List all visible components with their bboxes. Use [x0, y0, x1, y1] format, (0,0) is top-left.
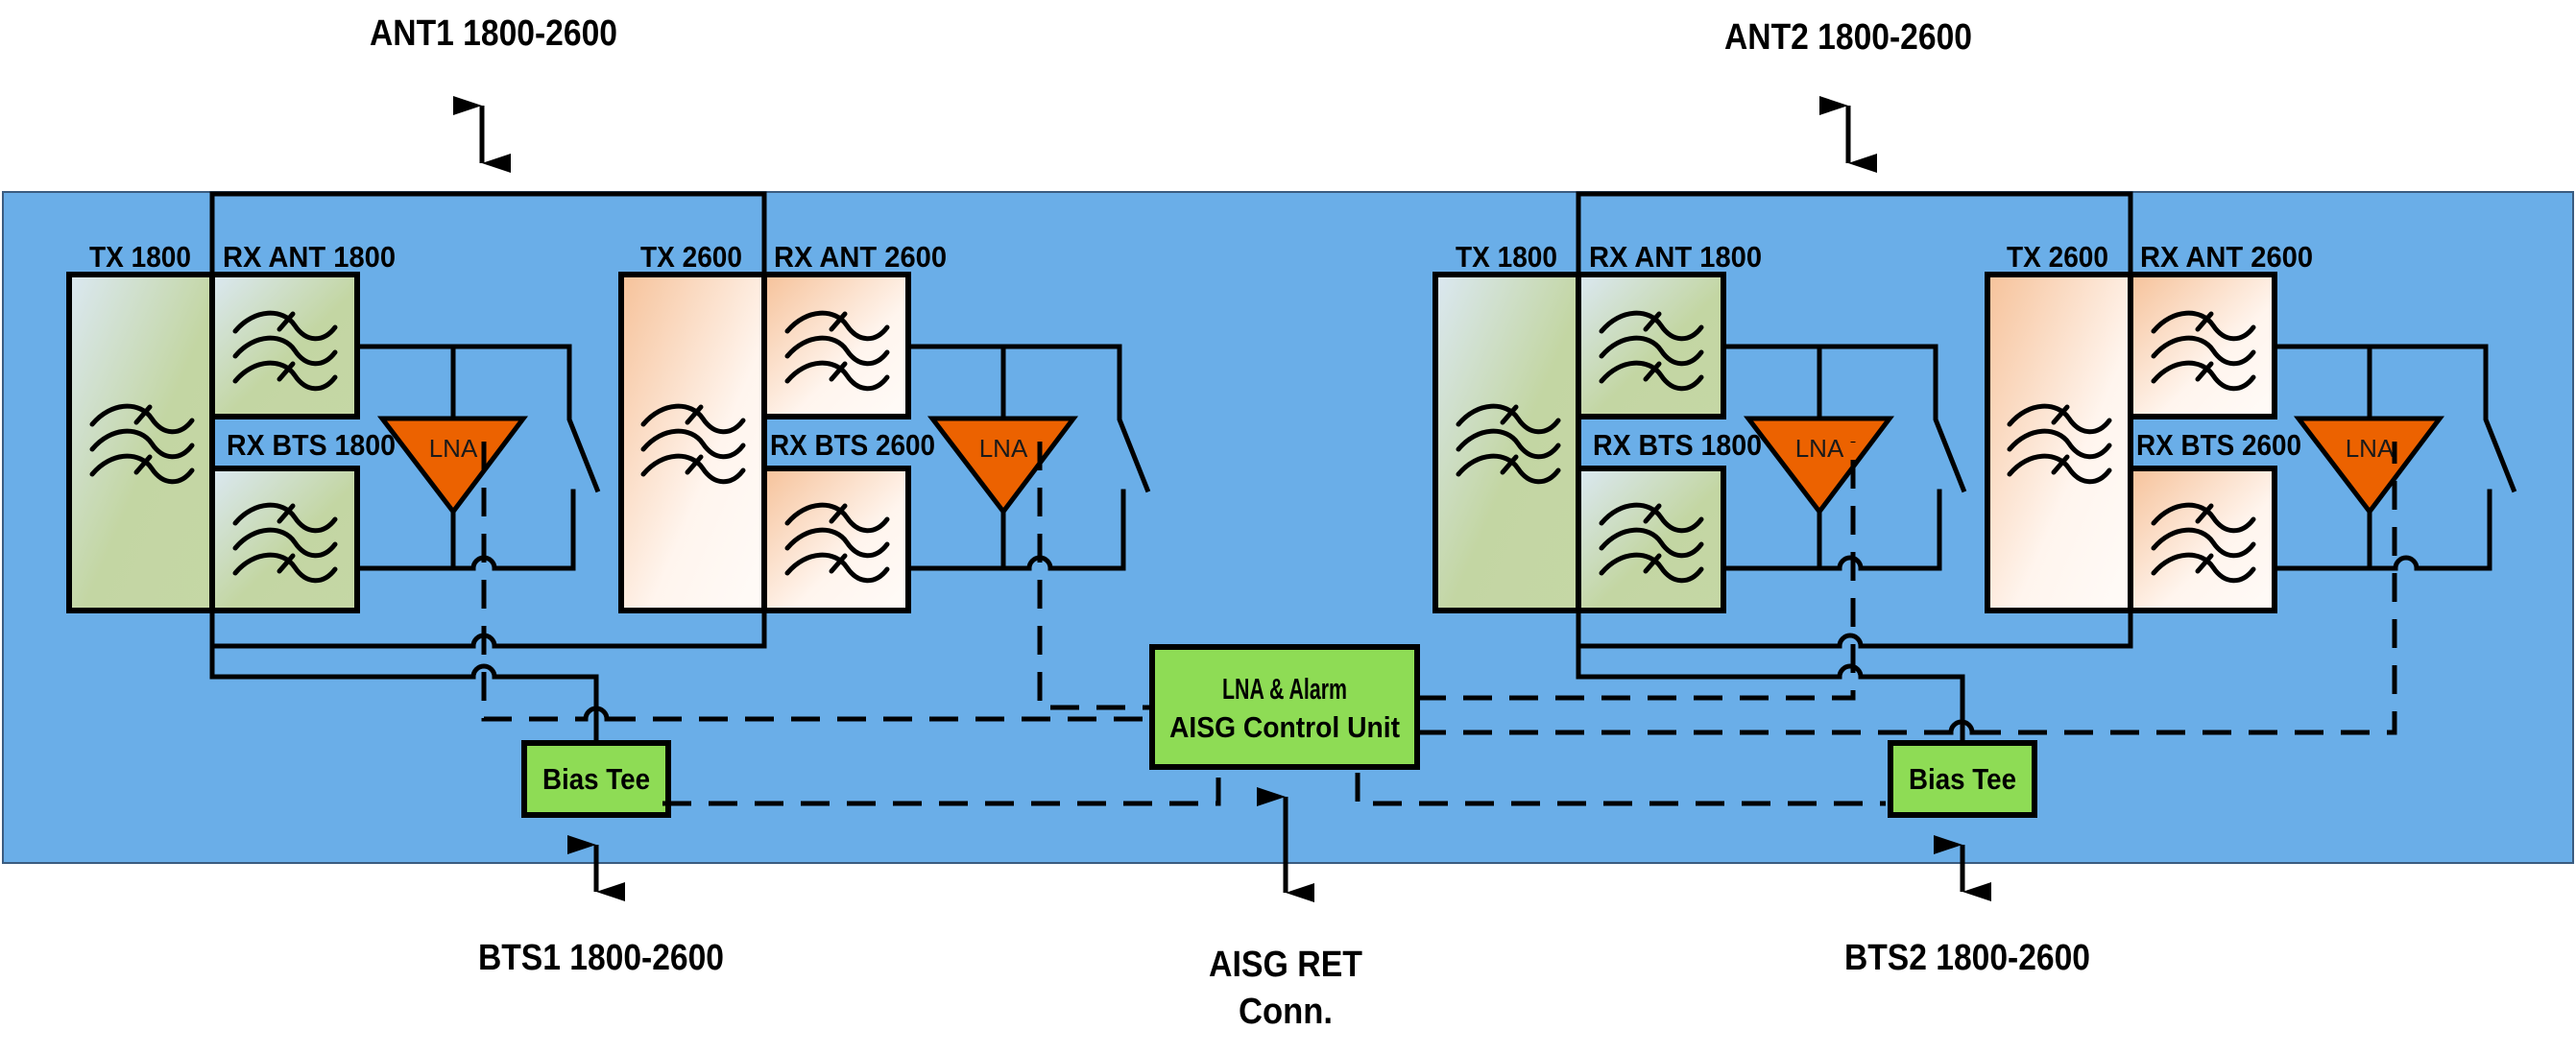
lna-label: LNA	[429, 434, 478, 463]
control-unit-title-line2: AISG Control Unit	[1169, 710, 1400, 744]
bias-tee-1-control-line	[662, 767, 1221, 806]
rx-bts-2600-filter[interactable]	[2128, 466, 2277, 613]
lna-alarm-aisg-control-unit[interactable]: LNA & Alarm AISG Control Unit	[1149, 644, 1420, 770]
rx-ant-2600-label: RX ANT 2600	[774, 240, 947, 274]
rx-bts-2600-bus	[1576, 608, 2133, 649]
lna4-control-hop	[1948, 719, 1975, 735]
ant1-port-label: ANT1 1800-2600	[370, 13, 617, 54]
lna-2600-circuit: LNA	[2272, 344, 2517, 571]
bypass-switch-lower	[2272, 489, 2492, 571]
ant2-port-label: ANT2 1800-2600	[1724, 17, 1972, 58]
tx-1800-filter[interactable]	[66, 272, 215, 613]
lna1-control-hop	[583, 706, 610, 722]
antenna-combiner-bus	[1576, 191, 2133, 277]
control-unit-title-line1: LNA & Alarm	[1222, 672, 1347, 706]
tx-1800-label: TX 1800	[89, 240, 191, 274]
bias-tee-label: Bias Tee	[542, 762, 650, 796]
aisg-ret-label-line1: AISG RET	[1209, 945, 1362, 985]
rx-bts-2600-label: RX BTS 2600	[2136, 428, 2301, 462]
rx-bts-2600-label: RX BTS 2600	[770, 428, 935, 462]
bias-tee-2-control-line	[1355, 773, 1886, 806]
lna3-control-line	[1417, 442, 1856, 701]
duplexer-group-1: TX 1800 RX ANT 1800 RX BTS 1800 TX 2600 RX A…	[66, 191, 1151, 978]
bypass-switch-upper	[354, 344, 601, 493]
lna-2600-amplifier[interactable]: LNA	[2293, 416, 2445, 516]
bias-tee-label: Bias Tee	[1909, 762, 2016, 796]
lna-label: LNA	[2346, 434, 2395, 463]
rx-ant-1800-label: RX ANT 1800	[1589, 240, 1762, 274]
rx-ant-2600-filter[interactable]	[761, 272, 911, 419]
tx-2600-label: TX 2600	[640, 240, 742, 274]
lna-1800-circuit: LNA	[354, 344, 601, 571]
rx-ant-2600-filter[interactable]	[2128, 272, 2277, 419]
rx-ant-2600-label: RX ANT 2600	[2140, 240, 2313, 274]
rx-bts-1800-bus	[209, 608, 599, 746]
tx-2600-label: TX 2600	[2007, 240, 2108, 274]
rx-bts-1800-bus	[1576, 608, 1965, 746]
bypass-switch-upper	[1721, 344, 1967, 493]
amplifier-triangle-icon	[376, 416, 529, 516]
tx-1800-label: TX 1800	[1456, 240, 1557, 274]
lna-1800-amplifier[interactable]: LNA	[376, 416, 529, 516]
amplifier-triangle-icon	[2293, 416, 2445, 516]
lna2-control-line	[1037, 442, 1152, 710]
bypass-switch-upper	[905, 344, 1151, 493]
rx-bts-1800-label: RX BTS 1800	[1593, 428, 1762, 462]
rx-ant-1800-filter[interactable]	[1576, 272, 1726, 419]
rx-ant-1800-label: RX ANT 1800	[223, 240, 396, 274]
aisg-ret-label-line2: Conn.	[1239, 992, 1333, 1032]
bias-tee-1[interactable]: Bias Tee	[521, 740, 671, 818]
lna-label: LNA	[979, 434, 1028, 463]
rx-ant-1800-filter[interactable]	[209, 272, 360, 419]
tx-2600-filter[interactable]	[618, 272, 767, 613]
bypass-switch-upper	[2272, 344, 2517, 493]
lna-label: LNA	[1795, 434, 1844, 463]
rx-bts-1800-label: RX BTS 1800	[227, 428, 396, 462]
rx-bts-1800-filter[interactable]	[209, 466, 360, 613]
bts1-port-label: BTS1 1800-2600	[478, 938, 724, 978]
bias-tee-2[interactable]: Bias Tee	[1888, 740, 2037, 818]
antenna-combiner-bus	[209, 191, 767, 277]
rx-bts-2600-filter[interactable]	[761, 466, 911, 613]
lna4-control-line	[1417, 442, 2397, 735]
control-signal-lines	[481, 442, 2397, 806]
lna1-control-line	[481, 442, 1152, 722]
tx-2600-filter[interactable]	[1985, 272, 2133, 613]
bts2-port-label: BTS2 1800-2600	[1844, 938, 2090, 978]
tx-1800-filter[interactable]	[1432, 272, 1581, 613]
rx-bts-1800-filter[interactable]	[1576, 466, 1726, 613]
